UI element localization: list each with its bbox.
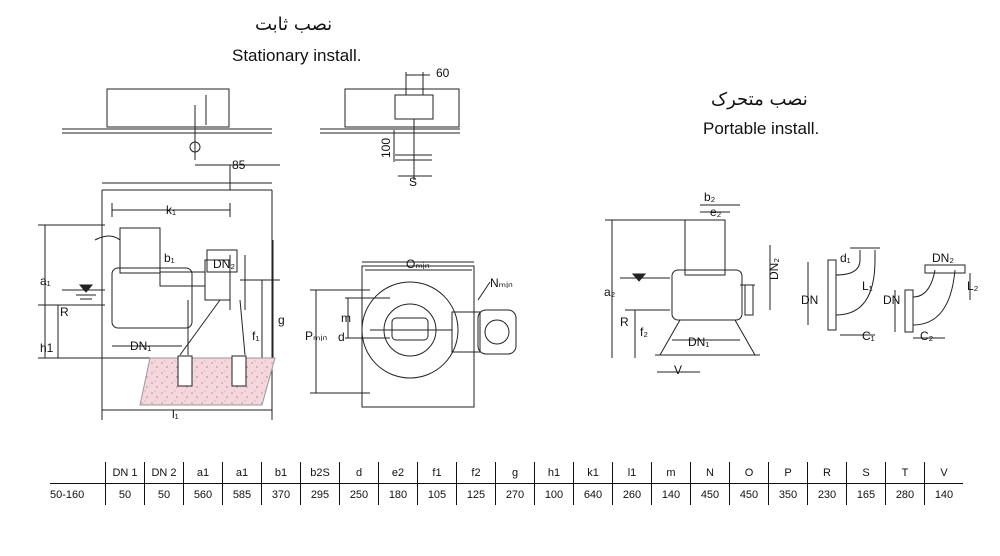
dim-DN2-portable: DN₂: [767, 258, 781, 280]
table-value-cell: 50: [144, 483, 184, 505]
dim-V: V: [674, 363, 682, 377]
table-header-cell: N: [690, 462, 730, 484]
table-value-cell: 140: [924, 483, 963, 505]
table-value-cell: 230: [807, 483, 847, 505]
dim-b2: b₂: [704, 190, 716, 204]
dim-R: R: [60, 305, 69, 319]
portable-title-en: Portable install.: [703, 119, 820, 138]
table-header-cell: S: [846, 462, 886, 484]
guide-cover: [344, 88, 460, 128]
table-value-cell: 370: [261, 483, 301, 505]
table-header-cell: O: [729, 462, 769, 484]
dim-C2: C₂: [920, 329, 934, 343]
table-header-cell: d: [339, 462, 379, 484]
table-header-cell: DN 2: [144, 462, 184, 484]
dim-e2: e₂: [710, 205, 722, 219]
dim-b1: b₁: [164, 251, 175, 265]
table-header-cell: T: [885, 462, 925, 484]
dim-m: m: [341, 311, 351, 325]
table-header-cell: b1: [261, 462, 301, 484]
table-value-cell: 585: [222, 483, 262, 505]
table-header-cell: f2: [456, 462, 496, 484]
dim-L2: L₂: [967, 279, 979, 293]
table-header-cell: V: [924, 462, 963, 484]
table-value-cell: 270: [495, 483, 535, 505]
dim-k1: k₁: [166, 203, 176, 217]
dim-DN1-portable: DN₁: [688, 335, 709, 349]
table-header-cell: DN 1: [105, 462, 145, 484]
pump-installation-drawing: 60 85 100 S k₁ b₁ DN₂ a₁ R h1 DN₁ f₁ g l…: [38, 66, 979, 421]
dim-S: S: [409, 175, 417, 189]
dim-f1: f₁: [252, 329, 259, 343]
table-value-cell: 125: [456, 483, 496, 505]
dim-Nmin: Nₘᵢₙ: [490, 276, 513, 290]
table-header-cell: m: [651, 462, 691, 484]
stationary-title-fa: نصب ثابت: [255, 14, 333, 35]
dim-Omin: Oₘᵢₙ: [406, 257, 430, 271]
dim-h1: h1: [40, 341, 54, 355]
table-value-cell: 100: [534, 483, 574, 505]
table-value-cell: 260: [612, 483, 652, 505]
portable-motor: [684, 219, 726, 276]
stationary-title-en: Stationary install.: [232, 46, 362, 65]
dim-DN-elbow2: DN: [883, 293, 900, 307]
dim-DN2-elbow2: DN₂: [932, 251, 954, 265]
table-value-cell: 450: [729, 483, 769, 505]
dim-a2: a₂: [604, 285, 616, 299]
dim-DN1: DN₁: [130, 339, 151, 353]
table-value-cell: 180: [378, 483, 418, 505]
table-value-cell: 295: [300, 483, 340, 505]
table-header-cell: h1: [534, 462, 574, 484]
dim-DN-elbow1: DN: [801, 293, 818, 307]
table-value-cell: 560: [183, 483, 223, 505]
table-header-cell: g: [495, 462, 535, 484]
dim-d: d: [338, 330, 345, 344]
table-value-cell: 50: [105, 483, 145, 505]
dim-DN2: DN₂: [213, 257, 235, 271]
table-header-cell: P: [768, 462, 808, 484]
dim-f2: f₂: [640, 325, 648, 339]
dim-85: 85: [232, 158, 246, 172]
dim-100: 100: [379, 138, 393, 158]
cover-slab: [106, 88, 230, 128]
table-header-cell: k1: [573, 462, 613, 484]
table-value-cell: 250: [339, 483, 379, 505]
dim-L1: L₁: [862, 279, 873, 293]
table-header-cell: a1: [222, 462, 262, 484]
dim-C1: C₁: [862, 329, 875, 343]
table-header-cell: a1: [183, 462, 223, 484]
dim-60: 60: [436, 66, 450, 80]
table-value-cell: 105: [417, 483, 457, 505]
elbow1-flange: [827, 259, 837, 331]
dim-l1: l₁: [172, 407, 179, 421]
model-label: 50-160: [50, 488, 85, 501]
table-value-cell: 165: [846, 483, 886, 505]
table-value-cell: 140: [651, 483, 691, 505]
table-value-cell: 640: [573, 483, 613, 505]
table-header-cell: f1: [417, 462, 457, 484]
table-value-cell: 350: [768, 483, 808, 505]
table-header-cell: b2S: [300, 462, 340, 484]
table-header-cell: R: [807, 462, 847, 484]
concrete-base: [139, 357, 276, 406]
dim-g: g: [278, 313, 285, 327]
pump-plan-outline: [361, 281, 459, 379]
table-header-cell: l1: [612, 462, 652, 484]
dim-Pmin: Pₘᵢₙ: [305, 329, 327, 343]
elbow2-flange: [904, 289, 914, 333]
dim-a1: a₁: [40, 274, 51, 288]
stationary-motor: [119, 227, 161, 274]
portable-volute: [671, 269, 743, 321]
dim-R-portable: R: [620, 315, 629, 329]
table-value-cell: 280: [885, 483, 925, 505]
dim-d1: d₁: [840, 251, 851, 265]
stationary-volute: [111, 267, 193, 329]
table-value-cell: 450: [690, 483, 730, 505]
portable-title-fa: نصب متحرک: [711, 89, 808, 110]
table-header-cell: e2: [378, 462, 418, 484]
